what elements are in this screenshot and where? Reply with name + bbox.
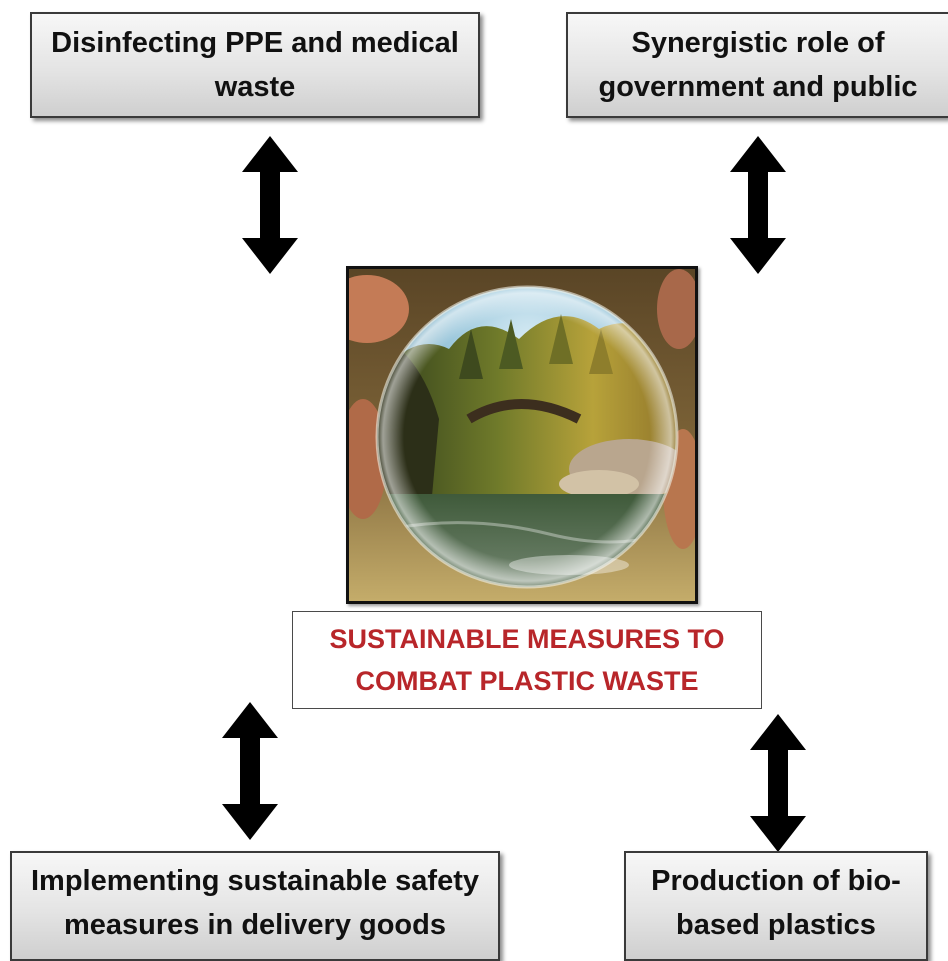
node-text-line: Synergistic role of: [631, 27, 885, 59]
node-text-line: Production of bio-: [651, 865, 901, 897]
node-text-line: waste: [214, 71, 296, 103]
node-implementing-safety-measures: Implementing sustainable safety measures…: [10, 851, 500, 961]
node-bio-based-plastics: Production of bio- based plastics: [624, 851, 928, 961]
double-arrow-icon: [222, 702, 278, 840]
double-arrow-icon: [730, 136, 786, 274]
node-text-line: based plastics: [676, 909, 876, 941]
node-synergistic-role: Synergistic role of government and publi…: [566, 12, 948, 118]
double-arrow-icon: [242, 136, 298, 274]
double-arrow-icon: [750, 714, 806, 852]
node-disinfecting-ppe: Disinfecting PPE and medical waste: [30, 12, 480, 118]
node-text-line: Implementing sustainable safety: [30, 865, 479, 897]
node-text-line: Disinfecting PPE and medical: [51, 27, 459, 59]
center-title-line: SUSTAINABLE MEASURES TO: [329, 624, 725, 654]
node-text-line: measures in delivery goods: [64, 909, 446, 941]
center-title: SUSTAINABLE MEASURES TO COMBAT PLASTIC W…: [292, 611, 762, 709]
center-title-line: COMBAT PLASTIC WASTE: [355, 666, 699, 696]
node-text-line: government and public: [598, 71, 918, 103]
crystal-ball-image: [346, 266, 698, 604]
